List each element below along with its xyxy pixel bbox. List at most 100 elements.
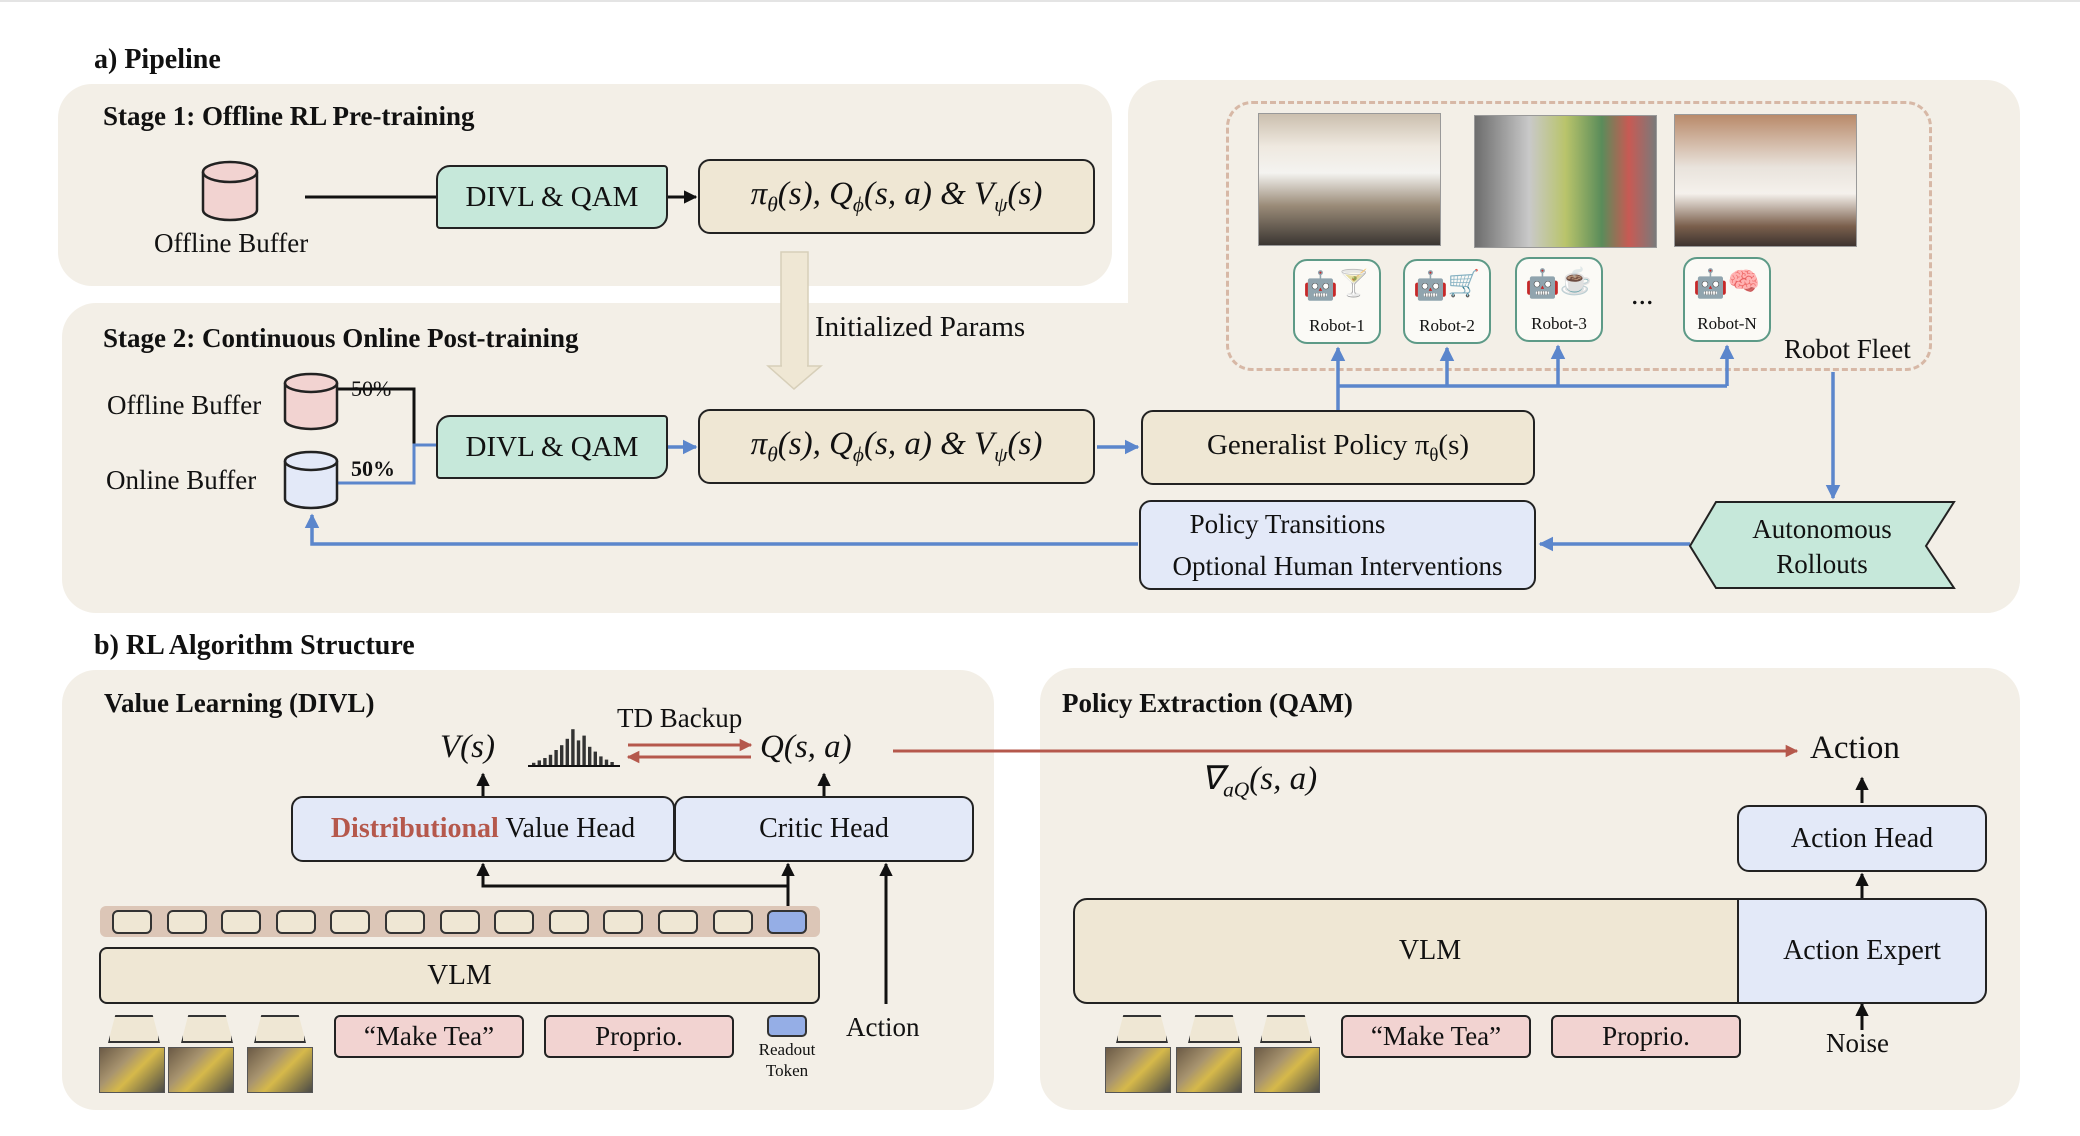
stage1-params-box[interactable]: πθ(s), Qϕ(s, a) & Vψ(s) [698, 159, 1095, 234]
policy-camera-image-1 [1105, 1047, 1171, 1093]
policy-vlm[interactable]: VLM [1073, 898, 1787, 1004]
readout-line1: Readout [758, 1040, 816, 1059]
cocktail-glass-icon: 🍸 [1337, 269, 1370, 298]
robot-photo-kitchen [1674, 114, 1857, 247]
robot-icon: 🤖 [1303, 271, 1338, 302]
vlm-token [439, 910, 480, 934]
coffee-cup-icon: ☕ [1559, 267, 1592, 296]
robot-icon: 🤖 [1525, 269, 1560, 300]
vlm-token [712, 910, 753, 934]
camera-token-1 [108, 1015, 160, 1043]
human-interventions-label: Optional Human Interventions [1172, 551, 1503, 581]
stage1-params: πθ(s), Qϕ(s, a) & Vψ(s) [750, 175, 1043, 217]
fleet-ellipsis: ... [1631, 278, 1654, 311]
histogram-bar [537, 760, 541, 766]
rollouts-line1: Autonomous [1752, 514, 1892, 544]
stage1-buffer-label: Offline Buffer [154, 228, 309, 258]
histogram-bar [599, 756, 603, 766]
stage2-online-buffer-label: Online Buffer [106, 465, 257, 495]
robot-name: Robot-1 [1309, 316, 1365, 335]
robot-name: Robot-N [1697, 314, 1757, 333]
vlm-token [112, 910, 152, 934]
camera-image-3 [247, 1047, 313, 1093]
value-head-label: Value Head [498, 813, 636, 844]
camera-token-2 [181, 1015, 233, 1043]
value-learning-title: Value Learning (DIVL) [104, 688, 375, 718]
section-title-rl-structure: b) RL Algorithm Structure [94, 630, 415, 661]
generalist-policy-label: Generalist Policy πθ(s) [1206, 428, 1470, 466]
histogram-bar [610, 762, 614, 766]
shopping-cart-icon: 🛒 [1447, 269, 1480, 298]
stage2-divl-qam[interactable]: DIVL & QAM [436, 415, 668, 479]
value-q-sa: Q(s, a) [760, 729, 852, 765]
critic-head[interactable]: Critic Head [674, 796, 974, 862]
offline-buffer-cylinder [201, 160, 259, 222]
readout-token [767, 910, 808, 934]
readout-token-input [767, 1015, 807, 1037]
initialized-params-label: Initialized Params [815, 311, 1026, 343]
vlm-token [221, 910, 262, 934]
distributional-word: Distributional [330, 813, 499, 844]
policy-extraction-title: Policy Extraction (QAM) [1062, 688, 1353, 718]
stage2-params-box[interactable]: πθ(s), Qϕ(s, a) & Vψ(s) [698, 409, 1095, 484]
policy-action-output: Action [1810, 730, 1900, 766]
vlm-token [166, 910, 207, 934]
brain-icon: 🧠 [1727, 267, 1760, 296]
noise-input: Noise [1826, 1028, 1889, 1058]
top-border [0, 0, 2080, 2]
autonomous-rollouts[interactable]: Autonomous Rollouts [1716, 507, 1928, 587]
rollouts-line2: Rollouts [1776, 549, 1868, 579]
critic-head-label: Critic Head [759, 813, 889, 844]
robot-card-1[interactable]: 🤖 🍸 Robot-1 [1293, 259, 1381, 344]
vlm-token [603, 910, 644, 934]
vlm-token [385, 910, 425, 934]
stage2-params: πθ(s), Qϕ(s, a) & Vψ(s) [750, 425, 1043, 467]
value-instruction[interactable]: “Make Tea” [334, 1015, 524, 1058]
policy-instruction[interactable]: “Make Tea” [1341, 1015, 1531, 1058]
camera-token-3 [254, 1015, 306, 1043]
robot-name: Robot-2 [1419, 316, 1475, 335]
policy-camera-image-2 [1176, 1047, 1242, 1093]
policy-camera-image-3 [1254, 1047, 1320, 1093]
value-vlm[interactable]: VLM [99, 947, 820, 1004]
robot-card-3[interactable]: 🤖 ☕ Robot-3 [1515, 257, 1603, 342]
policy-transitions-box[interactable]: Policy Transitions Optional Human Interv… [1139, 500, 1536, 590]
action-expert[interactable]: Action Expert [1737, 898, 1987, 1004]
online-ratio: 50% [351, 456, 395, 481]
vlm-token [330, 910, 371, 934]
histogram-bar [554, 750, 558, 766]
stage1-divl-qam[interactable]: DIVL & QAM [436, 165, 668, 229]
robot-name: Robot-3 [1531, 314, 1587, 333]
value-action-input: Action [846, 1012, 920, 1042]
robot-photo-bar [1258, 113, 1441, 246]
policy-proprio[interactable]: Proprio. [1551, 1015, 1741, 1058]
action-head[interactable]: Action Head [1737, 805, 1987, 872]
vlm-token [275, 910, 316, 934]
readout-token-label: Readout Token [757, 1039, 817, 1081]
generalist-policy-box[interactable]: Generalist Policy πθ(s) [1141, 410, 1535, 485]
histogram-bar [543, 758, 547, 766]
robot-icon: 🤖 [1693, 269, 1728, 300]
histogram-bar [593, 751, 597, 766]
vlm-token [494, 910, 535, 934]
stage2-offline-buffer-cylinder [283, 372, 339, 431]
policy-camera-token-3 [1260, 1015, 1312, 1043]
vlm-token [658, 910, 698, 934]
distributional-value-head[interactable]: Distributional Value Head [291, 796, 675, 862]
robot-photo-store [1474, 115, 1657, 248]
section-title-pipeline: a) Pipeline [94, 44, 221, 75]
policy-camera-token-1 [1116, 1015, 1168, 1043]
robot-card-2[interactable]: 🤖 🛒 Robot-2 [1403, 259, 1491, 344]
histogram-bar [560, 745, 564, 766]
camera-image-2 [168, 1047, 234, 1093]
histogram-bar [588, 746, 592, 766]
stage2-online-buffer-cylinder [283, 450, 339, 510]
histogram-bar [582, 735, 586, 766]
histogram-bar [576, 740, 581, 766]
robot-card-n[interactable]: 🤖 🧠 Robot-N [1683, 257, 1771, 342]
histogram-bar [532, 762, 536, 766]
value-proprio[interactable]: Proprio. [544, 1015, 734, 1058]
histogram-bar [548, 754, 553, 766]
value-v-s: V(s) [440, 729, 495, 765]
